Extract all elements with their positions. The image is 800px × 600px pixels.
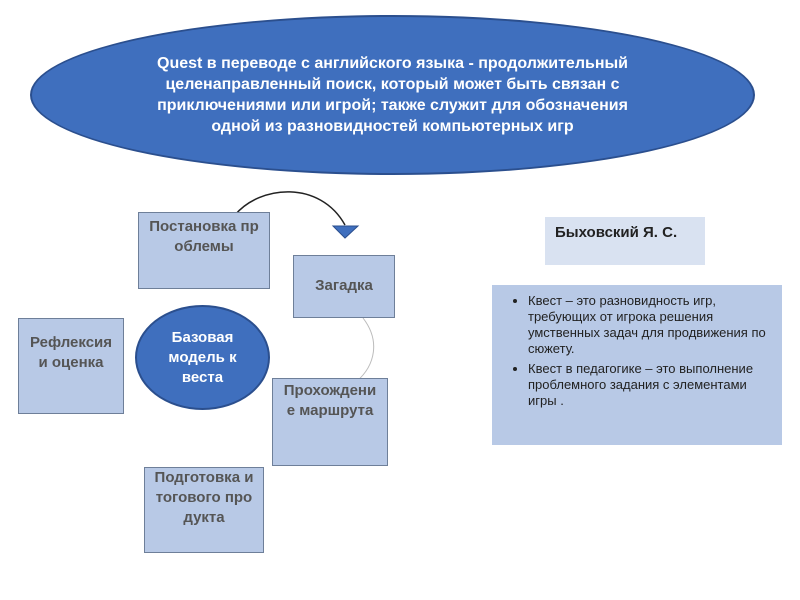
thin-connector-curve (355, 317, 375, 383)
arrow-head (331, 225, 360, 239)
notes-panel: Квест – это разновидность игр, требующих… (492, 285, 782, 445)
author-label: Быховский Я. С. (545, 217, 705, 265)
box-product: Подготовка итогового продукта (144, 467, 264, 553)
author-name: Быховский Я. С. (555, 224, 678, 241)
box-riddle: Загадка (293, 255, 395, 318)
curved-arrow (234, 191, 346, 226)
definition-text: Quest в переводе с английского языка - п… (157, 55, 628, 135)
center-model-label: Базовая модель квеста (168, 328, 237, 386)
note-item: Квест – это разновидность игр, требующих… (528, 293, 772, 357)
box-reflection: Рефлексия и оценка (18, 318, 124, 414)
definition-oval: Quest в переводе с английского языка - п… (30, 15, 755, 175)
note-item: Квест в педагогике – это выполнение проб… (528, 361, 772, 409)
box-riddle-label: Загадка (315, 277, 373, 294)
box-problem-label: Постановка проблемы (149, 218, 259, 255)
box-product-label: Подготовка итогового продукта (154, 469, 254, 526)
box-reflection-label: Рефлексия и оценка (29, 334, 113, 371)
box-route-label: Прохождение маршрута (283, 382, 377, 419)
box-route: Прохождение маршрута (272, 378, 388, 466)
box-problem: Постановка проблемы (138, 212, 270, 289)
center-model-oval: Базовая модель квеста (135, 305, 270, 410)
notes-list: Квест – это разновидность игр, требующих… (506, 293, 772, 409)
